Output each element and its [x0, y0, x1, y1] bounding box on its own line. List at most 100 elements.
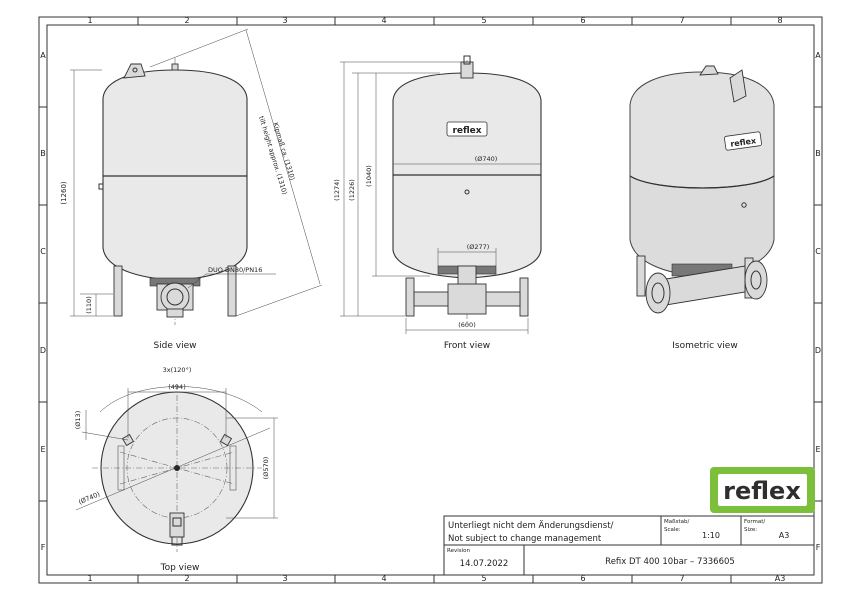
scale-value: 1:10	[702, 531, 720, 540]
row-label-right: F	[816, 543, 821, 552]
format-label-en: Size:	[744, 527, 757, 533]
col-label-top: 7	[679, 16, 684, 25]
frame-ticks	[39, 17, 822, 583]
column-labels: 1 2 3 4 5 6 7 8 1 2 3 4 5 6 7 A3	[87, 16, 785, 583]
iso-bracket	[729, 69, 747, 103]
row-labels: A B C D E F A B C D E F	[40, 51, 821, 552]
front-view-caption: Front view	[444, 341, 490, 351]
dim-label-740: (Ø740)	[475, 155, 498, 163]
top-view-caption: Top view	[160, 563, 200, 573]
side-lug-hole	[132, 67, 138, 73]
row-label-left: C	[40, 247, 46, 256]
iso-port	[741, 202, 747, 208]
brand-logo: reflex	[710, 467, 815, 513]
dim-label-1040: (1040)	[365, 165, 373, 187]
col-label-top: 3	[282, 16, 287, 25]
front-leg-right	[519, 277, 529, 317]
dim-arc-120	[99, 386, 263, 413]
dim-line-top-740	[75, 427, 271, 511]
dim-label-277: (Ø277)	[467, 243, 490, 251]
row-label-right: D	[815, 346, 821, 355]
revision-label: Revision	[447, 548, 470, 554]
side-lifting-lug	[123, 63, 146, 79]
col-label-top: 2	[184, 16, 189, 25]
col-label-top: 8	[777, 16, 782, 25]
dim-label-1260: (1260)	[60, 181, 68, 205]
logo-text: reflex	[723, 477, 801, 505]
row-label-right: A	[815, 51, 821, 60]
col-label-top: 1	[87, 16, 92, 25]
side-view: (1260) (110) Kipmaß ca. (1310) tilt heig…	[60, 28, 323, 351]
corner-format-label: A3	[775, 574, 786, 583]
front-leg-left	[405, 277, 415, 317]
iso-flange-right	[744, 260, 768, 300]
col-label-bottom: 2	[184, 574, 189, 583]
row-label-right: C	[815, 247, 821, 256]
inner-frame	[46, 24, 815, 576]
row-label-left: B	[40, 149, 46, 158]
col-label-bottom: 7	[679, 574, 684, 583]
note-de: Unterliegt nicht dem Änderungsdienst/	[448, 520, 614, 531]
drawing-frame	[38, 16, 823, 584]
row-label-right: E	[815, 445, 820, 454]
front-lifting-lug	[460, 61, 474, 79]
front-flange	[447, 283, 487, 315]
iso-top-lug	[699, 65, 719, 76]
side-flange-outer	[160, 282, 190, 312]
side-flange-foot	[166, 308, 184, 318]
col-label-bottom: 6	[580, 574, 585, 583]
dim-label-13: (Ø13)	[74, 411, 82, 429]
iso-logo-text: reflex	[730, 136, 758, 149]
dim-label-494: (494)	[168, 383, 185, 391]
col-label-top: 5	[481, 16, 486, 25]
col-label-bottom: 4	[381, 574, 386, 583]
iso-flange-right-bore	[750, 270, 762, 290]
front-view: reflex (1274) (1226) (1040) (Ø740) (Ø277…	[333, 55, 542, 351]
row-label-left: D	[40, 346, 46, 355]
dim-label-110: (110)	[85, 296, 93, 313]
drawing-title: Refix DT 400 10bar – 7336605	[605, 557, 735, 567]
dim-label-1274: (1274)	[333, 179, 341, 201]
side-top-connection	[171, 63, 179, 71]
col-label-bottom: 1	[87, 574, 92, 583]
format-value: A3	[779, 531, 790, 540]
row-label-left: A	[40, 51, 46, 60]
front-logo-plate	[446, 121, 488, 137]
top-bracket	[169, 512, 185, 538]
col-label-bottom: 3	[282, 574, 287, 583]
top-leg-right	[229, 445, 237, 491]
iso-upper-shell	[629, 71, 775, 189]
front-lug-top	[463, 55, 471, 65]
note-en: Not subject to change management	[448, 534, 602, 544]
dim-label-600: (600)	[458, 321, 475, 329]
row-label-left: F	[41, 543, 46, 552]
format-label-de: Format/	[744, 519, 765, 525]
side-view-caption: Side view	[153, 341, 196, 351]
iso-seam	[629, 175, 775, 189]
dim-label-570: (Ø570)	[262, 457, 270, 480]
side-port	[98, 183, 104, 190]
top-leg-left	[117, 445, 125, 491]
front-logo-text: reflex	[452, 126, 481, 136]
top-view: 3x(120°) (494) (Ø13) (Ø570) (Ø740) Top v…	[74, 366, 278, 573]
row-label-right: B	[815, 149, 821, 158]
side-leg-right	[227, 265, 237, 317]
isometric-view-caption: Isometric view	[672, 341, 737, 351]
side-vessel-body	[102, 69, 248, 281]
col-label-top: 6	[580, 16, 585, 25]
scale-label-en: Scale:	[664, 527, 681, 533]
iso-leg-left	[636, 255, 646, 297]
scale-label-de: Maßstab/	[664, 519, 689, 525]
col-label-top: 4	[381, 16, 386, 25]
title-block: Unterliegt nicht dem Änderungsdienst/ No…	[443, 515, 815, 576]
dim-label-top-740: (Ø740)	[77, 490, 101, 506]
row-label-left: E	[40, 445, 45, 454]
front-port	[464, 189, 470, 195]
isometric-view: reflex Isometric view	[629, 65, 775, 351]
dim-label-1226: (1226)	[348, 179, 356, 201]
iso-logo-plate	[724, 131, 762, 151]
outer-frame	[38, 16, 823, 584]
col-label-bottom: 5	[481, 574, 486, 583]
dim-line-tilt	[245, 29, 321, 285]
revision-date: 14.07.2022	[460, 559, 509, 569]
